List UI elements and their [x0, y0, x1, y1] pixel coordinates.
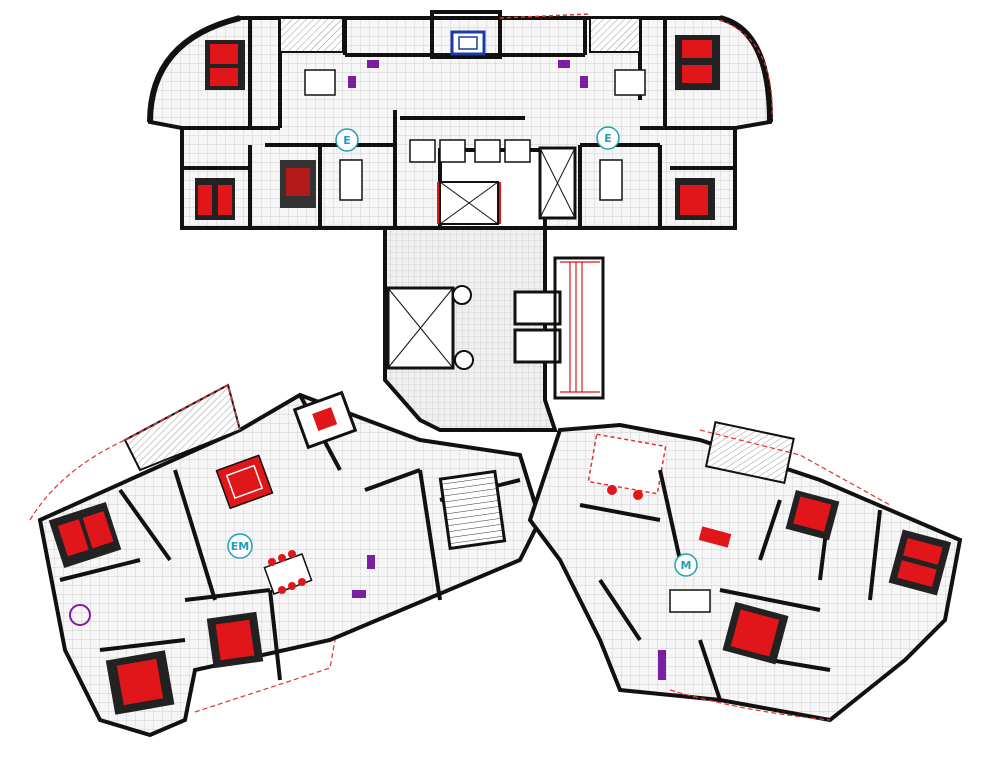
unit-tag-em-circle	[227, 533, 253, 559]
lower-right-sofa	[698, 526, 732, 548]
lower-left-study-rug	[312, 407, 338, 431]
lower-left-dining-set	[263, 550, 313, 595]
top-left-bedroom-furniture	[195, 40, 316, 220]
top-right-balcony	[589, 17, 641, 53]
lower-right-walls	[579, 469, 882, 701]
top-right-purple-fixture-2	[580, 76, 588, 88]
lower-right-chair-1	[607, 485, 617, 495]
lower-left-rug-inner	[225, 464, 264, 500]
lower-right-bedroom-furniture	[722, 489, 952, 665]
lower-left-dashed-arc	[29, 439, 126, 521]
lower-right-chair-2	[633, 490, 643, 500]
top-left-balcony	[279, 17, 344, 53]
top-right-bedroom-furniture	[675, 35, 720, 220]
unit-tags: E E EM M	[227, 126, 698, 577]
lower-right-wing	[527, 420, 963, 723]
unit-tag-em: EM	[231, 540, 249, 553]
lower-left-rug	[215, 454, 274, 510]
top-left-purple-fixture-2	[348, 76, 356, 88]
spine-lift-upper	[513, 290, 562, 326]
lower-left-purple-fixture	[367, 555, 375, 569]
unit-tag-m-circle	[674, 553, 698, 577]
top-left-curved-wall	[147, 15, 241, 123]
top-wing	[147, 10, 773, 230]
spine-floor	[383, 226, 558, 432]
lower-right-purple-fixture	[658, 650, 666, 680]
top-left-unit-walls	[182, 18, 400, 228]
top-right-purple-fixture	[558, 60, 570, 68]
top-lift-car	[458, 36, 478, 50]
lower-right-dining-table	[669, 589, 711, 613]
unit-tag-e-left-circle	[335, 128, 359, 152]
unit-tag-m: M	[681, 559, 692, 572]
spine-lift-lower	[513, 328, 562, 364]
lower-right-dashed-outer	[699, 429, 891, 506]
lower-left-bedroom-furniture	[48, 501, 264, 715]
unit-tag-e-right: E	[604, 132, 612, 145]
lower-left-purple-tub	[69, 604, 91, 626]
top-dashed-boundary	[499, 13, 591, 19]
top-left-purple-fixture	[367, 60, 379, 68]
lower-left-dashed-bottom	[194, 639, 336, 713]
lower-left-walls	[59, 394, 521, 681]
unit-tag-e-right-circle	[596, 126, 620, 150]
lower-right-dashed-bottom	[669, 689, 831, 721]
lower-left-purple-fixture-2	[352, 590, 366, 598]
spine-stair-frame	[553, 256, 605, 400]
lower-left-terrace-red	[124, 383, 241, 441]
central-spine	[383, 226, 605, 432]
plant-lower	[454, 350, 474, 370]
top-lift-shaft	[450, 30, 486, 56]
spine-stair-red	[560, 261, 600, 393]
top-furniture	[304, 69, 646, 201]
unit-tag-e-left: E	[343, 134, 351, 147]
lower-left-wing	[29, 383, 543, 738]
plant-upper	[452, 285, 472, 305]
lower-left-stair-core	[438, 469, 507, 551]
